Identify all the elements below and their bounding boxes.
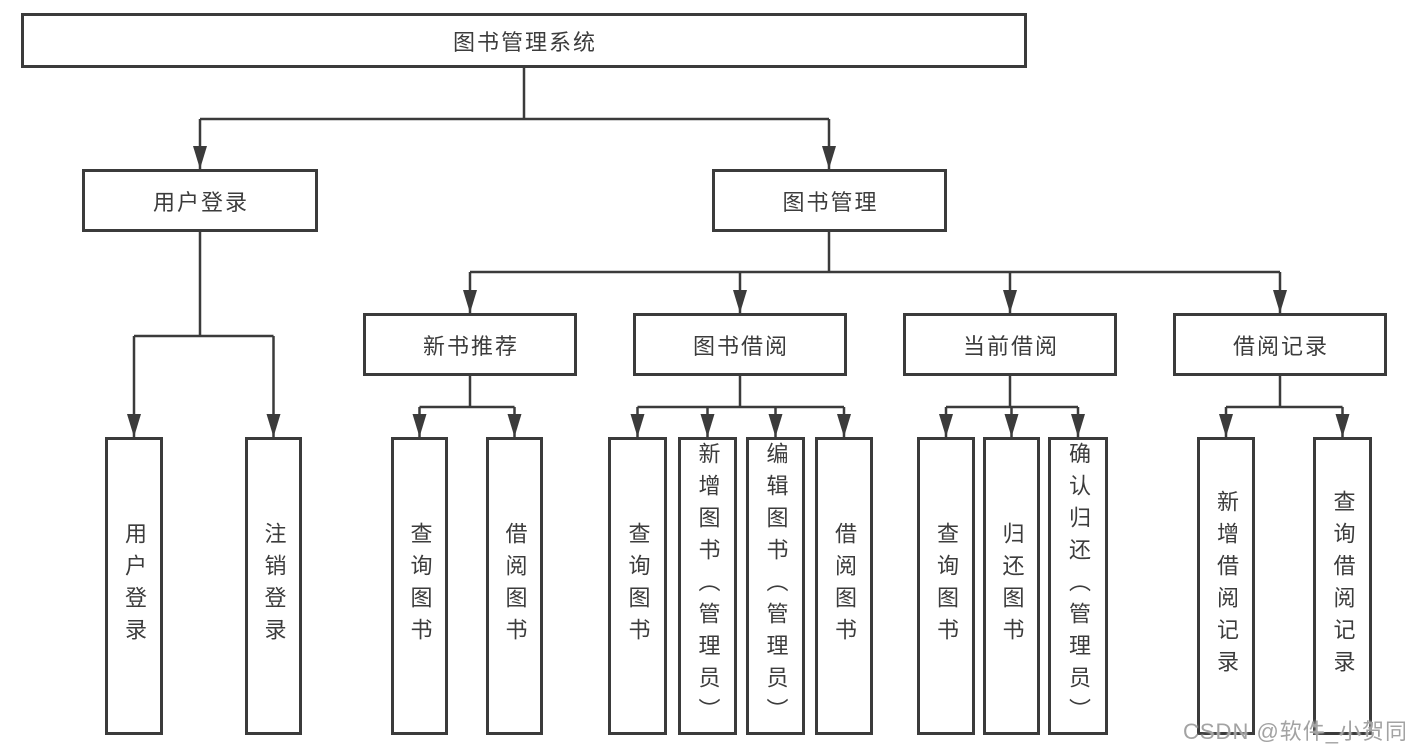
- node-borrowing-records: 借阅记录: [1173, 313, 1387, 376]
- node-label: 查询图书: [625, 522, 651, 650]
- node-label: 借阅图书: [502, 522, 528, 650]
- arrowhead: [837, 414, 851, 437]
- arrowhead: [1335, 414, 1350, 437]
- arrowhead: [127, 414, 141, 437]
- node-label: 新书推荐: [422, 333, 519, 359]
- csdn-watermark: CSDN @软件_小贺同学: [1183, 719, 1405, 744]
- connector-root-to-level2: [198, 68, 831, 169]
- arrowhead: [412, 414, 427, 437]
- connector-new-book-to-leaves: [418, 376, 516, 437]
- arrowhead: [822, 146, 836, 169]
- leaf-current-confirm-return-admin: 确认归还（管理员）: [1048, 437, 1108, 735]
- node-label: 新增图书（管理员）: [695, 442, 721, 730]
- arrowhead: [1003, 290, 1017, 313]
- node-label: 借阅记录: [1232, 333, 1329, 359]
- arrowheads: [127, 146, 1350, 437]
- arrowhead: [193, 146, 207, 169]
- node-label: 注销登录: [261, 522, 287, 650]
- node-label: 借阅图书: [832, 522, 857, 650]
- arrowhead: [630, 414, 645, 437]
- node-label: 查询图书: [934, 522, 959, 650]
- leaf-newbook-borrow-books: 借阅图书: [486, 437, 543, 735]
- leaf-newbook-query-books: 查询图书: [391, 437, 448, 735]
- connector-user-login-to-leaves: [132, 232, 275, 437]
- arrowhead: [266, 414, 281, 437]
- node-book-borrowing: 图书借阅: [633, 313, 847, 376]
- node-book-management: 图书管理: [712, 169, 947, 232]
- node-new-book-recommendation: 新书推荐: [363, 313, 577, 376]
- connector-book-management-to-level3: [468, 232, 1282, 313]
- leaf-current-return-books: 归还图书: [983, 437, 1040, 735]
- node-label: 查询图书: [407, 522, 433, 650]
- arrowhead: [733, 290, 747, 313]
- node-label: 当前借阅: [962, 333, 1059, 359]
- node-label: 新增借阅记录: [1214, 490, 1239, 682]
- node-label: 编辑图书（管理员）: [763, 442, 789, 730]
- arrowhead: [1219, 414, 1233, 437]
- node-label: 图书管理: [782, 189, 879, 215]
- leaf-login-logout: 注销登录: [245, 437, 302, 735]
- leaf-borrow-add-books-admin: 新增图书（管理员）: [678, 437, 737, 735]
- leaf-current-query-books: 查询图书: [917, 437, 975, 735]
- leaf-records-query-borrow-record: 查询借阅记录: [1313, 437, 1372, 735]
- arrowhead: [1273, 290, 1287, 313]
- arrowhead: [1004, 414, 1019, 437]
- leaf-borrow-borrow-books: 借阅图书: [815, 437, 873, 735]
- arrowhead: [700, 414, 715, 437]
- connector-book-borrow-to-leaves: [636, 376, 846, 437]
- node-current-borrowing: 当前借阅: [903, 313, 1117, 376]
- node-label: 查询借阅记录: [1330, 490, 1356, 682]
- leaf-borrow-edit-books-admin: 编辑图书（管理员）: [746, 437, 805, 735]
- node-library-management-system: 图书管理系统: [21, 13, 1027, 68]
- node-label: 图书借阅: [692, 333, 789, 359]
- arrowhead: [939, 414, 953, 437]
- node-label: 确认归还（管理员）: [1066, 442, 1091, 730]
- leaf-records-add-borrow-record: 新增借阅记录: [1197, 437, 1255, 735]
- leaf-login-user-login: 用户登录: [105, 437, 163, 735]
- arrowhead: [507, 414, 522, 437]
- node-label: 用户登录: [152, 189, 249, 215]
- arrowhead: [1071, 414, 1085, 437]
- arrowhead: [768, 414, 783, 437]
- connector-borrow-records-to-leaves: [1224, 376, 1344, 437]
- node-label: 用户登录: [122, 522, 147, 650]
- leaf-borrow-query-books: 查询图书: [608, 437, 667, 735]
- arrowhead: [463, 290, 477, 313]
- node-label: 图书管理系统: [452, 29, 597, 55]
- node-label: 归还图书: [999, 522, 1025, 650]
- node-user-login: 用户登录: [82, 169, 318, 232]
